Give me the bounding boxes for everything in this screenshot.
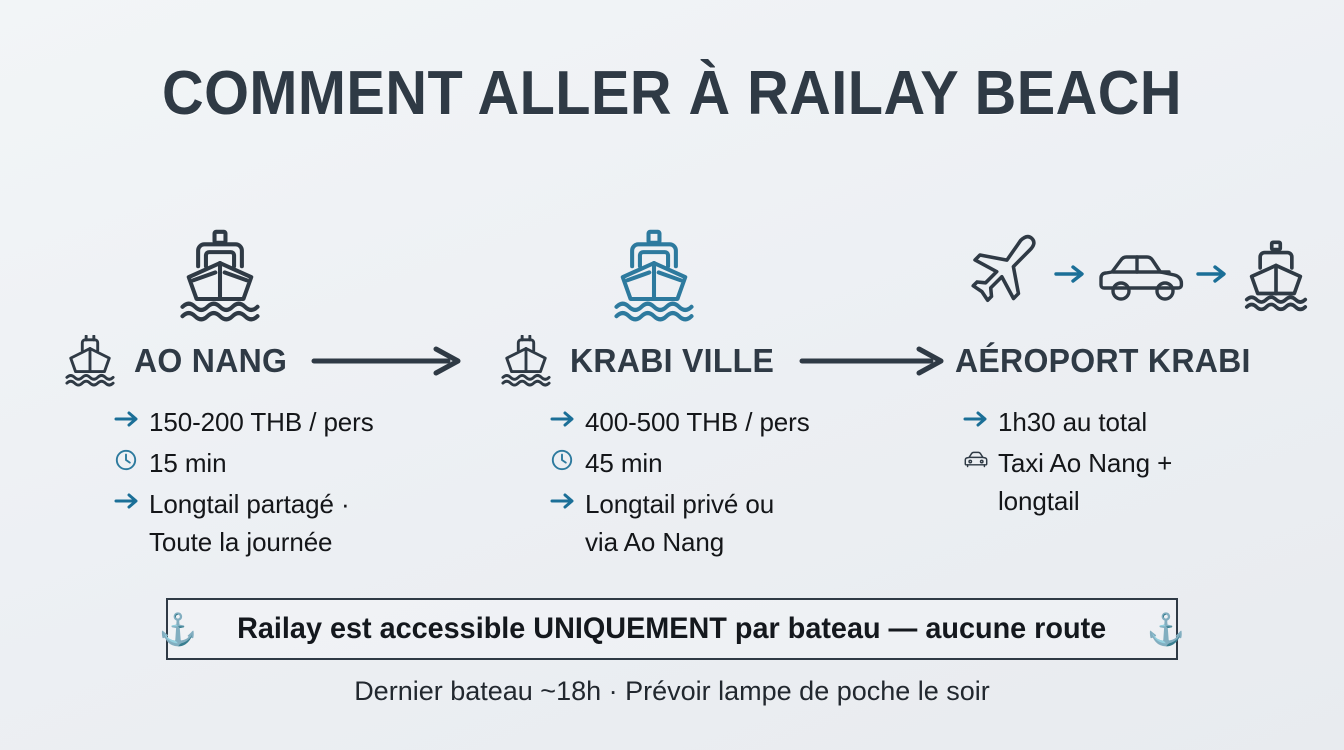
- boat-icon: [604, 224, 704, 324]
- routes-columns: AO NANG 150-200 THB / pers: [0, 215, 1344, 575]
- bullet-text: Taxi Ao Nang + longtail: [998, 448, 1173, 516]
- route-header-krabi-ville: KRABI VILLE: [494, 333, 944, 389]
- clock-icon: [550, 444, 576, 474]
- chain-arrow-2-icon: [1195, 263, 1229, 285]
- list-item: Taxi Ao Nang + longtail: [963, 444, 1315, 520]
- boat-icon: [1237, 234, 1315, 314]
- bullet-text: 400-500 THB / pers: [585, 407, 810, 437]
- arrow-right-icon: [963, 403, 989, 433]
- clock-icon: [114, 444, 140, 474]
- boat-icon: [170, 224, 270, 324]
- route-column-ao-nang: AO NANG 150-200 THB / pers: [58, 215, 488, 564]
- big-icon-row-krabi-ville: [494, 215, 934, 333]
- list-item: 45 min: [550, 444, 934, 482]
- arrow-right-icon: [114, 403, 140, 433]
- city-name-krabi-ville: KRABI VILLE: [570, 342, 775, 379]
- route-column-krabi-ville: KRABI VILLE 400-500 THB / pers: [494, 215, 944, 564]
- bullet-list-krabi-ville: 400-500 THB / pers 45 min: [494, 403, 934, 561]
- boat-icon: [58, 335, 122, 387]
- route-header-aeroport-krabi: AÉROPORT KRABI: [955, 333, 1315, 389]
- flow-arrow-1-icon: [310, 346, 465, 376]
- list-item: Longtail privé ou via Ao Nang: [550, 485, 934, 561]
- list-item: 15 min: [114, 444, 488, 482]
- list-item: Longtail partagé · Toute la journée: [114, 485, 488, 561]
- bullet-text: 15 min: [149, 448, 227, 478]
- footer-note: Dernier bateau ~18h · Prévoir lampe de p…: [354, 676, 990, 706]
- callout-box: ⚓ Railay est accessible UNIQUEMENT par b…: [159, 598, 1185, 660]
- route-column-aeroport-krabi: AÉROPORT KRABI 1h30 au total: [955, 215, 1315, 523]
- arrow-right-icon: [550, 403, 576, 433]
- city-name-aeroport-krabi: AÉROPORT KRABI: [955, 342, 1251, 379]
- route-header-ao-nang: AO NANG: [58, 333, 488, 389]
- list-item: 400-500 THB / pers: [550, 403, 934, 441]
- bullet-text: 45 min: [585, 448, 663, 478]
- big-icon-row-ao-nang: [58, 215, 488, 333]
- bullet-text: Longtail privé ou via Ao Nang: [585, 489, 775, 557]
- anchor-icon: ⚓: [158, 611, 198, 647]
- list-item: 1h30 au total: [963, 403, 1315, 441]
- page-title: COMMENT ALLER À RAILAY BEACH: [162, 59, 1182, 128]
- bullet-text: 1h30 au total: [998, 407, 1148, 437]
- callout-text: Railay est accessible UNIQUEMENT par bat…: [237, 612, 1107, 645]
- list-item: 150-200 THB / pers: [114, 403, 488, 441]
- bullet-text: Longtail partagé · Toute la journée: [149, 489, 350, 557]
- plane-icon: [957, 230, 1045, 318]
- bullet-text: 150-200 THB / pers: [149, 407, 374, 437]
- big-icon-row-aeroport-krabi: [955, 215, 1315, 333]
- arrow-right-icon: [114, 485, 140, 515]
- anchor-icon: ⚓: [1146, 611, 1186, 647]
- bullet-list-ao-nang: 150-200 THB / pers 15 min: [58, 403, 488, 561]
- city-name-ao-nang: AO NANG: [134, 342, 288, 379]
- chain-arrow-1-icon: [1053, 263, 1087, 285]
- boat-icon: [494, 335, 558, 387]
- arrow-right-icon: [550, 485, 576, 515]
- car-icon: [963, 444, 989, 474]
- bullet-list-aeroport-krabi: 1h30 au total Taxi Ao Nang + longtail: [955, 403, 1315, 520]
- flow-arrow-2-icon: [798, 346, 948, 376]
- car-icon: [1095, 239, 1187, 309]
